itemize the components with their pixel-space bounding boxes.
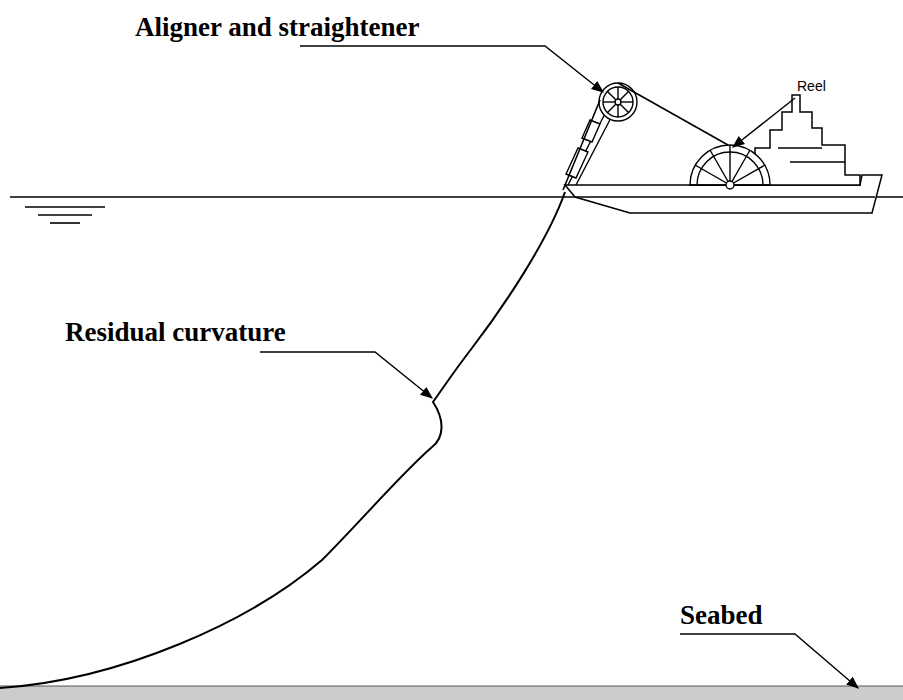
pipe-onboard [618,83,728,145]
callout-label: Residual curvature [65,318,286,348]
pipeline [0,192,565,688]
seabed-line [0,686,903,687]
callout-label: Seabed [680,601,763,631]
callout-label: Reel [797,79,826,94]
reel-drum [690,145,770,189]
seabed-ground [0,686,903,700]
water-symbol [25,207,105,223]
pipe-ramp [563,100,600,190]
leader-lines [260,46,858,688]
water-surface [10,196,903,198]
callout-label: Aligner and straightener [135,13,420,43]
aligner-straightener [566,83,637,185]
